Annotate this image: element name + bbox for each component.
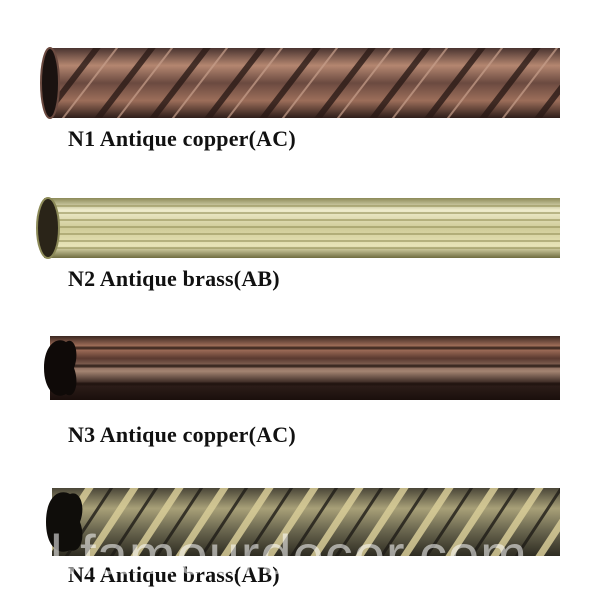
rod-n3-image [44, 336, 560, 400]
rod-n1-image [40, 47, 560, 119]
rod-n3-label: N3 Antique copper(AC) [68, 422, 296, 447]
watermark-text: ol.famourdecor.com [18, 523, 528, 586]
rod-n2-label: N2 Antique brass(AB) [68, 266, 280, 291]
rod-n2-image [36, 197, 560, 259]
rod-n1-label: N1 Antique copper(AC) [68, 126, 296, 151]
rod-n4-image [46, 488, 560, 556]
rod-n4-label: N4 Antique brass(AB) [68, 562, 280, 587]
